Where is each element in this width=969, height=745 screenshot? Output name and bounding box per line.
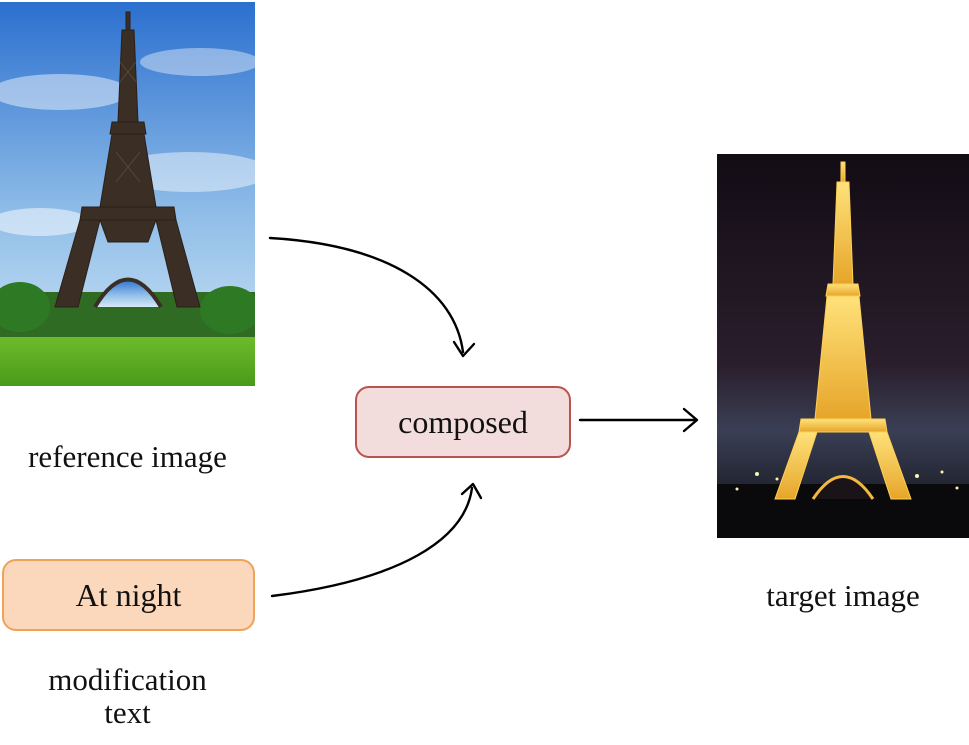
composed-box: composed: [355, 386, 571, 458]
target-image: [717, 154, 969, 538]
target-image-label: target image: [766, 578, 920, 613]
modification-text-box: At night: [2, 559, 255, 631]
modification-text-label: modification text: [48, 662, 207, 730]
composed-text: composed: [398, 403, 528, 440]
arrow-reference-to-composed: [268, 236, 465, 354]
arrowhead-target: [682, 407, 699, 433]
modification-text-value: At night: [75, 576, 182, 613]
arrow-text-to-composed: [270, 486, 474, 598]
arrowhead-text: [460, 482, 483, 500]
arrowhead-reference: [452, 340, 476, 358]
reference-image: [0, 2, 255, 386]
reference-image-label: reference image: [28, 439, 227, 474]
